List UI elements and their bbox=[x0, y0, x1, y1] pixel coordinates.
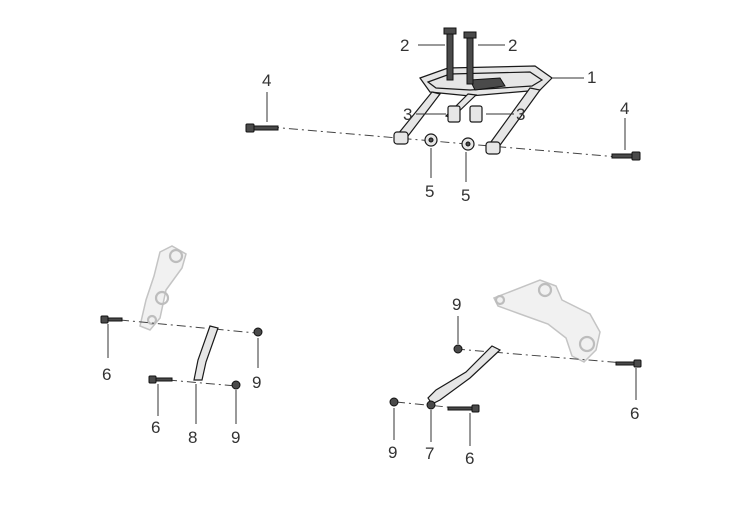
rack-sleeve-right bbox=[485, 141, 501, 155]
left-axis-lower bbox=[167, 379, 237, 387]
callout-right-6-upper: 6 bbox=[630, 404, 639, 423]
left-nut-lower bbox=[231, 380, 241, 390]
left-nut-upper bbox=[253, 327, 263, 337]
callout-left-8: 8 bbox=[188, 428, 197, 447]
right-nut-lower bbox=[389, 397, 399, 407]
right-bolt-upper bbox=[615, 359, 642, 368]
callout-right-7: 7 bbox=[425, 444, 434, 463]
callout-right-9-lower: 9 bbox=[388, 443, 397, 462]
callout-3a: 3 bbox=[403, 105, 412, 124]
bushing-5a-hole bbox=[428, 137, 434, 143]
bolt-2a bbox=[446, 31, 454, 81]
callout-2a: 2 bbox=[400, 36, 409, 55]
long-bolt-right bbox=[611, 151, 641, 161]
left-bolt-lower bbox=[148, 375, 173, 384]
right-strut bbox=[427, 345, 502, 405]
callout-left-9-lower: 9 bbox=[231, 428, 240, 447]
rack-sleeve-left bbox=[393, 131, 409, 145]
bolt-2b bbox=[466, 35, 474, 85]
right-bolt-lower bbox=[447, 404, 480, 413]
callout-1: 1 bbox=[587, 68, 596, 87]
top-assembly: 2 2 1 3 3 4 4 5 5 bbox=[245, 27, 641, 205]
left-assembly: 6 9 6 8 9 bbox=[100, 245, 263, 447]
left-strut bbox=[193, 325, 219, 381]
callout-4-right: 4 bbox=[620, 99, 629, 118]
center-axis-top bbox=[269, 126, 619, 158]
left-ghost-bracket bbox=[139, 245, 187, 331]
callout-left-9-upper: 9 bbox=[252, 373, 261, 392]
long-bolt-left bbox=[245, 123, 279, 133]
callout-4-left: 4 bbox=[262, 71, 271, 90]
left-axis-upper bbox=[119, 319, 257, 334]
callout-5a: 5 bbox=[425, 182, 434, 201]
callout-right-9-upper: 9 bbox=[452, 295, 461, 314]
spacer-3b bbox=[469, 105, 483, 123]
callout-left-6-upper: 6 bbox=[102, 365, 111, 384]
callout-3b: 3 bbox=[516, 105, 525, 124]
callout-left-6-lower: 6 bbox=[151, 418, 160, 437]
bolt-2b-head bbox=[463, 31, 477, 39]
spacer-3a bbox=[447, 105, 461, 123]
right-ghost-bracket bbox=[492, 279, 601, 363]
right-axis-upper bbox=[455, 348, 637, 365]
callout-5b: 5 bbox=[461, 186, 470, 205]
left-bolt-upper bbox=[100, 315, 123, 324]
bolt-2a-head bbox=[443, 27, 457, 35]
callout-right-6-lower: 6 bbox=[465, 449, 474, 468]
right-axis-lower bbox=[395, 401, 479, 411]
right-assembly: 9 6 9 7 6 bbox=[388, 279, 642, 468]
right-strut-washer bbox=[426, 400, 436, 410]
bushing-5b-hole bbox=[465, 141, 471, 147]
callout-2b: 2 bbox=[508, 36, 517, 55]
right-nut-upper bbox=[453, 344, 463, 354]
